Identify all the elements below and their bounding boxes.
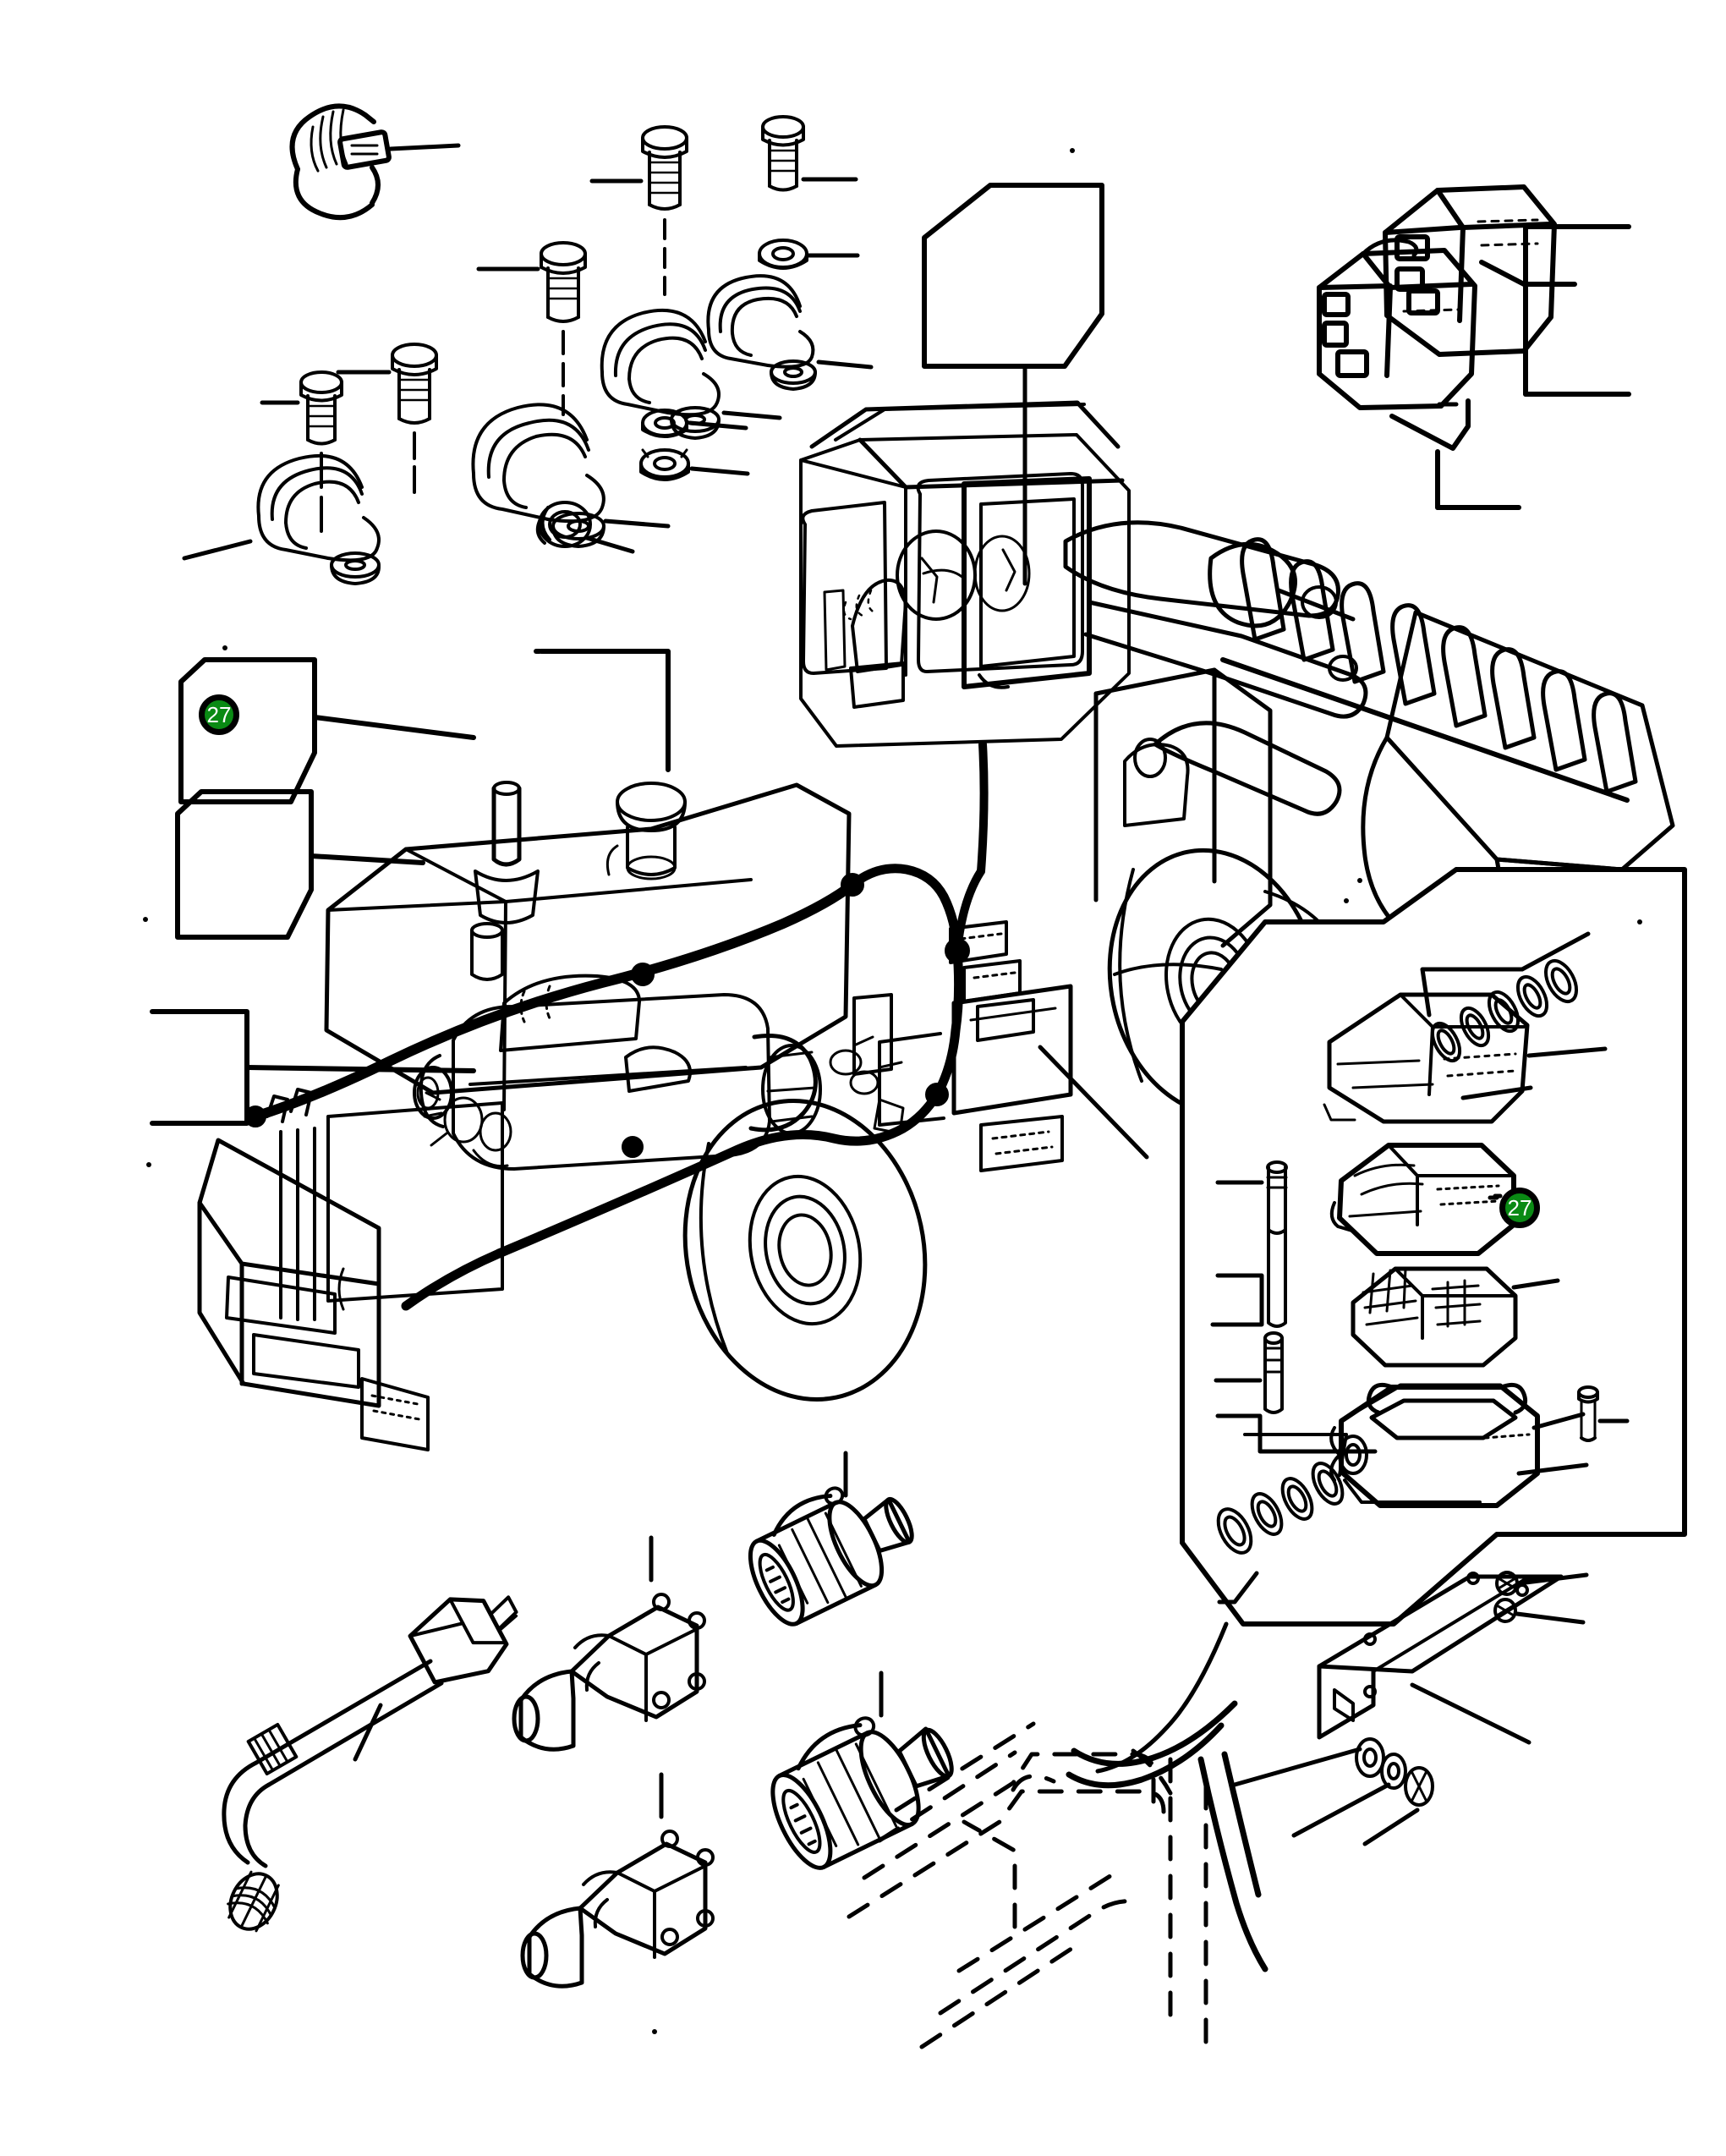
front-wheel [682,1098,928,1402]
grommet-icon [535,501,592,548]
mounting-frame [1329,1382,1540,1508]
harness-route [244,740,989,1311]
washer-nut-stack [1355,1737,1434,1807]
leader-line [1291,1782,1391,1838]
leader-line [1526,1046,1608,1058]
pin-insert-block [1351,1266,1518,1368]
leader-line [1516,1462,1589,1476]
leader-line [312,715,476,740]
callout-boxes-center [534,649,671,772]
leader-line [603,518,671,529]
box-top-center [922,183,1104,369]
leader-line [1232,1747,1362,1787]
bolt-icon [540,241,587,323]
cable-assembly [222,1595,518,1933]
callout-badge-label: 27 [206,702,232,727]
access-steps [949,920,1035,1042]
leader-line [182,539,253,561]
washer-icon [758,239,808,270]
leader-line [1362,1808,1420,1846]
bracket-marker [1215,1413,1378,1454]
box-left-mid [175,789,314,940]
pipe-clamp-icon [600,308,721,440]
callout-badge-label: 27 [1507,1195,1532,1221]
leader-line [1243,1433,1348,1477]
air-cleaner [605,782,687,881]
scan-specks [143,148,1642,2034]
leader-line [1511,1278,1560,1290]
leader-line [584,535,635,554]
leader-line [1217,1571,1259,1605]
lift-arm [1063,520,1368,816]
bolt-icon [391,343,438,425]
grommet-set-lower [1216,1462,1345,1555]
bracket-marker [1210,1273,1264,1327]
connector-housing-item27 [1329,1143,1516,1256]
bolt-icon [641,125,688,211]
leader-line [1420,931,1591,1018]
leader-line [1516,1572,1589,1586]
leader-line [1531,1412,1586,1430]
pipe-clamp-icon [471,403,605,548]
front-chassis [197,1088,430,1451]
leader-line [689,466,750,476]
leader-line [244,1065,476,1073]
leader-line [1515,1611,1586,1625]
machine-illustration [197,400,1675,1451]
harness-tail [1066,1700,1268,1972]
bolt-icon [761,115,805,192]
leader-line [1038,1045,1149,1160]
washer-icon [641,409,688,438]
mid-frame [878,984,1073,1172]
pipe-clamp-icon [256,453,381,585]
detail-panel-connector-assembly [1095,867,1687,1846]
box-left-upper [178,657,317,804]
callout-badge-27-left[interactable]: 27 [199,694,239,735]
connector-pair-upper [512,1451,914,1752]
connector-pair-upper-right [1317,184,1631,510]
leader-line [353,1703,383,1762]
hose-clamp-icon [289,103,392,221]
screw-icon [1577,1385,1599,1442]
connector-housing-female [1317,238,1477,410]
lock-washer-icon [639,448,690,481]
cable-and-circular-connectors [222,1451,954,1989]
stud-screw [1263,1331,1284,1414]
bolt-icon [299,370,343,446]
leader-line [1410,1682,1531,1745]
operator-cab [799,400,1131,748]
leader-line [1389,398,1471,451]
leader-line [388,143,461,151]
leader-line [1460,1085,1533,1100]
box-center-left [539,649,671,772]
hardware-cluster-upper-left [182,103,874,585]
pipe-clamp-icon [706,274,817,391]
stud-screw [1266,1160,1288,1328]
leader-line [688,420,748,431]
leader-line [721,410,782,420]
rear-body [1093,667,1348,976]
connector-pair-lower [520,1670,954,1989]
phantom-outline [847,1721,1208,2061]
leader-line [309,853,425,865]
bucket [1220,537,1675,952]
callout-badge-27-right[interactable]: 27 [1499,1188,1540,1228]
leader-line [816,359,874,370]
